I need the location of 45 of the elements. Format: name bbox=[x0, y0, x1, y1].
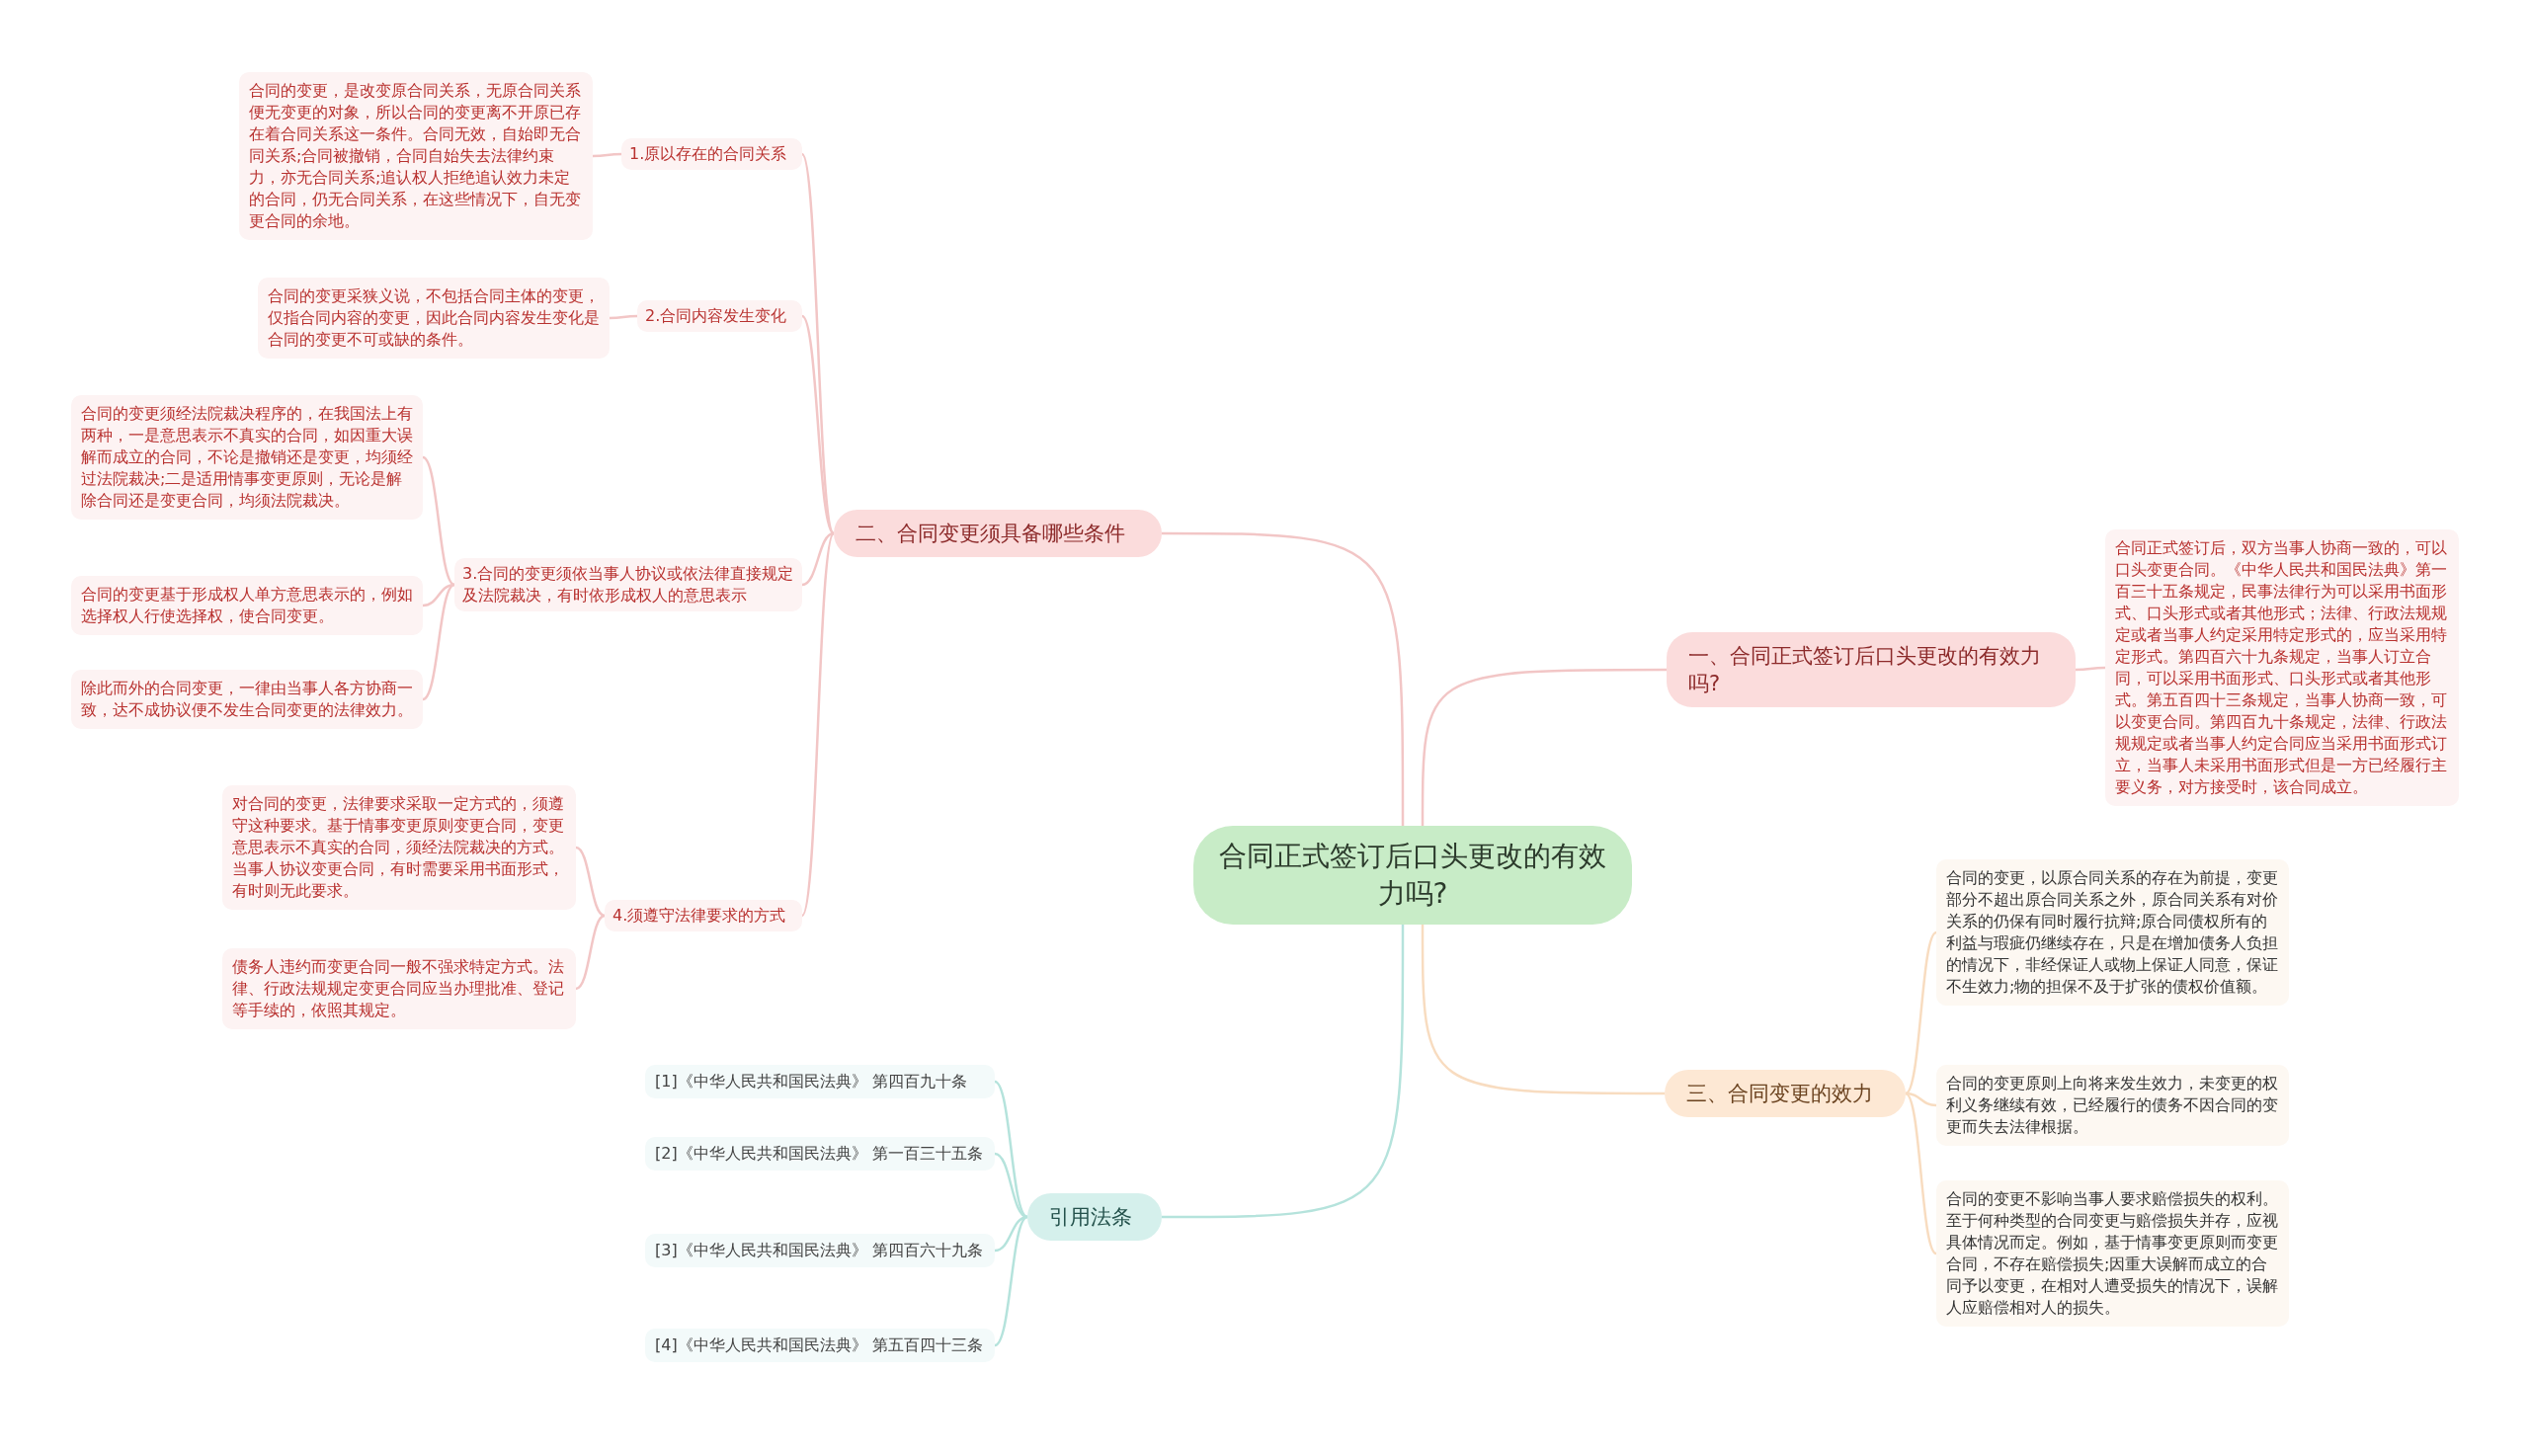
reference-item: [4]《中华人民共和国民法典》 第五百四十三条 bbox=[645, 1329, 995, 1362]
note-text: 除此而外的合同变更，一律由当事人各方协商一致，达不成协议便不发生合同变更的法律效力。 bbox=[71, 670, 423, 729]
subtopic: 4.须遵守法律要求的方式 bbox=[605, 900, 802, 931]
connector-line bbox=[1905, 1092, 1937, 1254]
connector-line bbox=[1162, 925, 1405, 1219]
reference-item: [3]《中华人民共和国民法典》 第四百六十九条 bbox=[645, 1234, 995, 1267]
note-text: 对合同的变更，法律要求采取一定方式的，须遵守这种要求。基于情事变更原则变更合同，变更意思表示不真实的合同，须经法院裁决的方式。当事人协议变更合同，有时需要采用书面形式，有时则无此要求。 bbox=[222, 785, 576, 910]
connector-line bbox=[800, 153, 836, 534]
subtopic: 2.合同内容发生变化 bbox=[637, 300, 802, 332]
connector-line bbox=[801, 315, 835, 534]
connector-line bbox=[422, 583, 455, 701]
connector-line bbox=[2076, 666, 2105, 672]
note-text: 债务人违约而变更合同一般不强求特定方式。法律、行政法规规定变更合同应当办理批准、登记等手续的，依照其规定。 bbox=[222, 948, 576, 1029]
branch-topic: 三、合同变更的效力 bbox=[1665, 1070, 1906, 1117]
note-text: 合同的变更基于形成权人单方意思表示的，例如选择权人行使选择权，使合同变更。 bbox=[71, 576, 423, 635]
connector-line bbox=[1421, 925, 1665, 1095]
note-text: 合同的变更不影响当事人要求赔偿损失的权利。至于何种类型的合同变更与赔偿损失并存，应视具体情况而定。例如，基于情事变更原则而变更合同，不存在赔偿损失;因重大误解而成立的合同予以变更，在相对人遭受损失的情况下，误解人应赔偿相对人的损失。 bbox=[1936, 1180, 2289, 1327]
connector-line bbox=[575, 914, 606, 991]
connector-line bbox=[800, 532, 836, 917]
note-text: 合同的变更原则上向将来发生效力，未变更的权利义务继续有效，已经履行的债务不因合同的变更而失去法律根据。 bbox=[1936, 1065, 2289, 1146]
subtopic: 3.合同的变更须依当事人协议或依法律直接规定及法院裁决，有时依形成权人的意思表示 bbox=[454, 558, 802, 611]
connector-line bbox=[422, 455, 455, 587]
connector-line bbox=[610, 314, 637, 320]
branch-topic: 引用法条 bbox=[1027, 1193, 1162, 1241]
branch-topic: 二、合同变更须具备哪些条件 bbox=[834, 510, 1162, 557]
note-text: 合同的变更采狭义说，不包括合同主体的变更，仅指合同内容的变更，因此合同内容发生变化是合同的变更不可或缺的条件。 bbox=[258, 278, 610, 359]
connector-line bbox=[575, 846, 606, 918]
connector-line bbox=[994, 1215, 1028, 1253]
connector-line bbox=[422, 583, 455, 607]
reference-item: [1]《中华人民共和国民法典》 第四百九十条 bbox=[645, 1065, 995, 1098]
branch-topic: 一、合同正式签订后口头更改的有效力吗? bbox=[1667, 632, 2076, 707]
note-text: 合同正式签订后，双方当事人协商一致的，可以口头变更合同。《中华人民共和国民法典》第一百三十五条规定，民事法律行为可以采用书面形式、口头形式或者其他形式；法律、行政法规规定或者当事人约定采用特定形式的，应当采用特定形式。第四百六十九条规定，当事人订立合同，可以采用书面形式、口头形式或者其他形式。第五百四十三条规定，当事人协商一致，可以变更合同。第四百九十条规定，法律、行政法规规定或者当事人约定合同应当采用书面形式订立，当事人未采用书面形式但是一方已经履行主要义务，对方接受时，该合同成立。 bbox=[2105, 529, 2459, 806]
connector-line bbox=[593, 152, 621, 158]
note-text: 合同的变更，以原合同关系的存在为前提，变更部分不超出原合同关系之外，原合同关系有对价关系的仍保有同时履行抗辩;原合同债权所有的利益与瑕疵仍继续存在，只是在增加债务人负担的情况下，非经保证人或物上保证人同意，保证不生效力;物的担保不及于扩张的债权价值额。 bbox=[1936, 859, 2289, 1006]
connector-line bbox=[1162, 531, 1405, 826]
central-topic: 合同正式签订后口头更改的有效力吗? bbox=[1193, 826, 1632, 925]
connector-line bbox=[801, 531, 835, 587]
connector-line bbox=[1421, 668, 1667, 826]
connector-line bbox=[1905, 931, 1937, 1094]
connector-line bbox=[1905, 1092, 1937, 1107]
subtopic: 1.原以存在的合同关系 bbox=[621, 138, 802, 170]
reference-item: [2]《中华人民共和国民法典》 第一百三十五条 bbox=[645, 1137, 995, 1171]
connector-line bbox=[994, 1215, 1028, 1347]
note-text: 合同的变更须经法院裁决程序的，在我国法上有两种，一是意思表示不真实的合同，如因重大误解而成立的合同，不论是撤销还是变更，均须经过法院裁决;二是适用情事变更原则，无论是解除合同还是变更合同，均须法院裁决。 bbox=[71, 395, 423, 520]
note-text: 合同的变更，是改变原合同关系，无原合同关系便无变更的对象，所以合同的变更离不开原已存在着合同关系这一条件。合同无效，自始即无合同关系;合同被撤销，合同自始失去法律约束力，亦无合同关系;追认权人拒绝追认效力未定的合同，仍无合同关系，在这些情况下，自无变更合同的余地。 bbox=[239, 72, 593, 240]
